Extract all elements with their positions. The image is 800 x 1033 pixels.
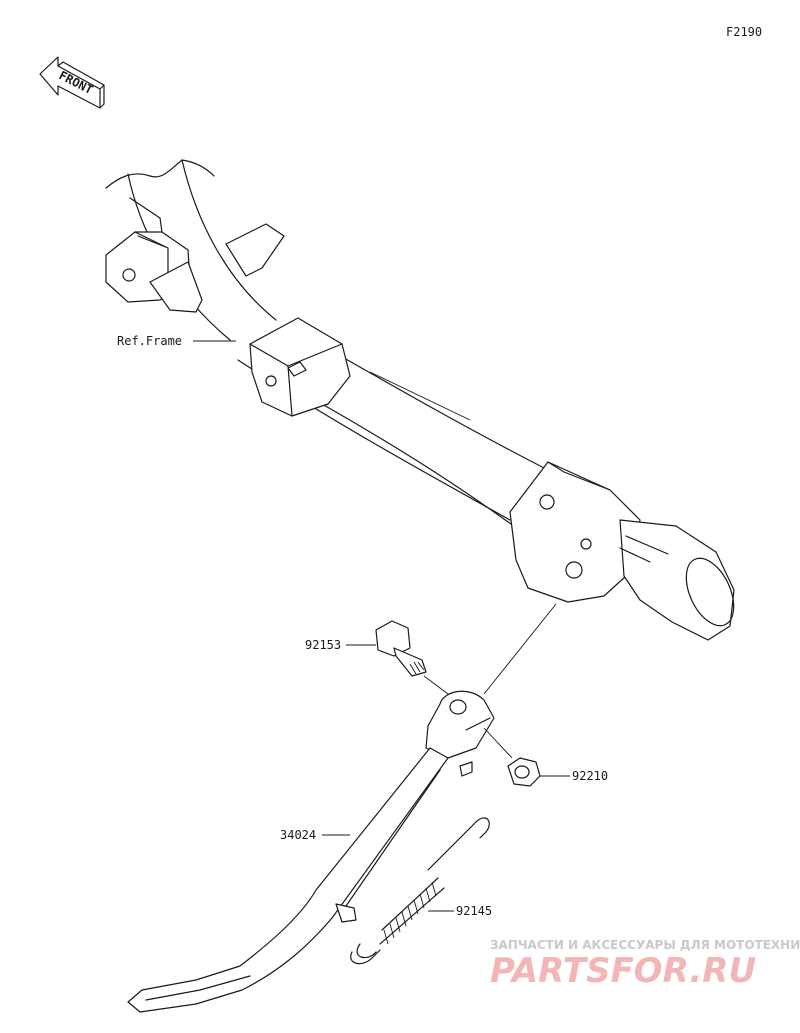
nut-label: 92210 (572, 769, 608, 783)
front-arrow-icon: FRONT (39, 56, 105, 109)
ref-frame-label: Ref.Frame (117, 334, 182, 348)
spring-label: 92145 (456, 904, 492, 918)
spring-92145 (350, 817, 490, 965)
nut-92210 (507, 757, 541, 787)
side-stand-34024 (127, 690, 495, 1013)
figure-code: F2190 (726, 25, 762, 39)
bolt-label: 92153 (305, 638, 341, 652)
frame-drawing (105, 159, 735, 641)
watermark-brand: PARTSFOR.RU (490, 951, 756, 991)
watermark-tagline: ЗАПЧАСТИ И АКСЕССУАРЫ ДЛЯ МОТОТЕХНИКИ (490, 938, 800, 952)
stand-label: 34024 (280, 828, 316, 842)
bolt-92153 (375, 620, 427, 677)
